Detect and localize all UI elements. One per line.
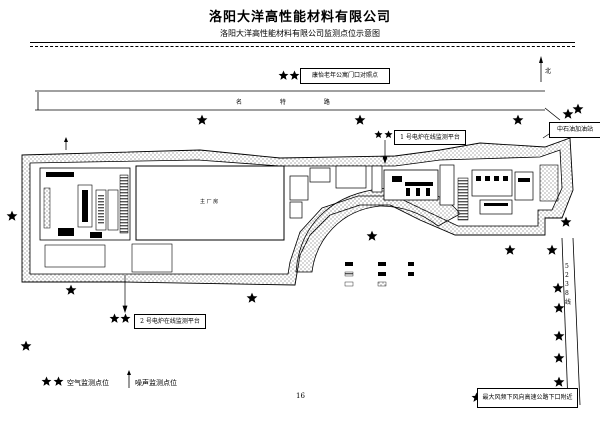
page-number: 16 xyxy=(296,392,305,400)
legend-air-star-2 xyxy=(53,376,64,386)
workshop-left xyxy=(39,167,131,268)
inner-legend xyxy=(344,262,414,287)
legend-air-label: 空气监测点位 xyxy=(67,379,109,387)
main-building xyxy=(135,165,285,241)
furnace2-callout: 2 号电炉在线监测平台 xyxy=(134,314,206,329)
highway-label: 5 2 3 8 线 xyxy=(565,263,572,306)
auxiliary-building xyxy=(131,243,173,273)
legend-air-star xyxy=(41,376,52,386)
north-label: 北 xyxy=(545,68,552,75)
header-rule-top xyxy=(30,42,575,43)
workshop-right xyxy=(383,164,559,221)
page-subtitle: 洛阳大洋高性能材料有限公司监测点位示意图 xyxy=(220,29,380,38)
north-arrow xyxy=(539,56,543,82)
page-title: 洛阳大洋高性能材料有限公司 xyxy=(208,10,391,25)
road-name: 名 特 路 xyxy=(236,99,348,106)
header-rule-dashed xyxy=(30,46,575,47)
road-ming-te xyxy=(35,90,561,121)
noise-monitoring-points xyxy=(64,137,131,388)
highway xyxy=(561,237,581,406)
background-point-callout: 康怡老年公寓门口对照点 xyxy=(300,68,390,84)
callout-leaders xyxy=(122,129,556,314)
residential-callout: 最大风频下风向高速公路下口附近 xyxy=(477,388,578,408)
middle-facilities xyxy=(289,165,383,219)
furnace1-callout: 1 号电炉在线监测平台 xyxy=(394,130,466,145)
legend-noise-label: 噪声监测点位 xyxy=(135,379,177,387)
main-building-label: 主 厂 房 xyxy=(200,199,219,205)
petrol-station-callout: 中石油加油站 xyxy=(549,122,600,138)
